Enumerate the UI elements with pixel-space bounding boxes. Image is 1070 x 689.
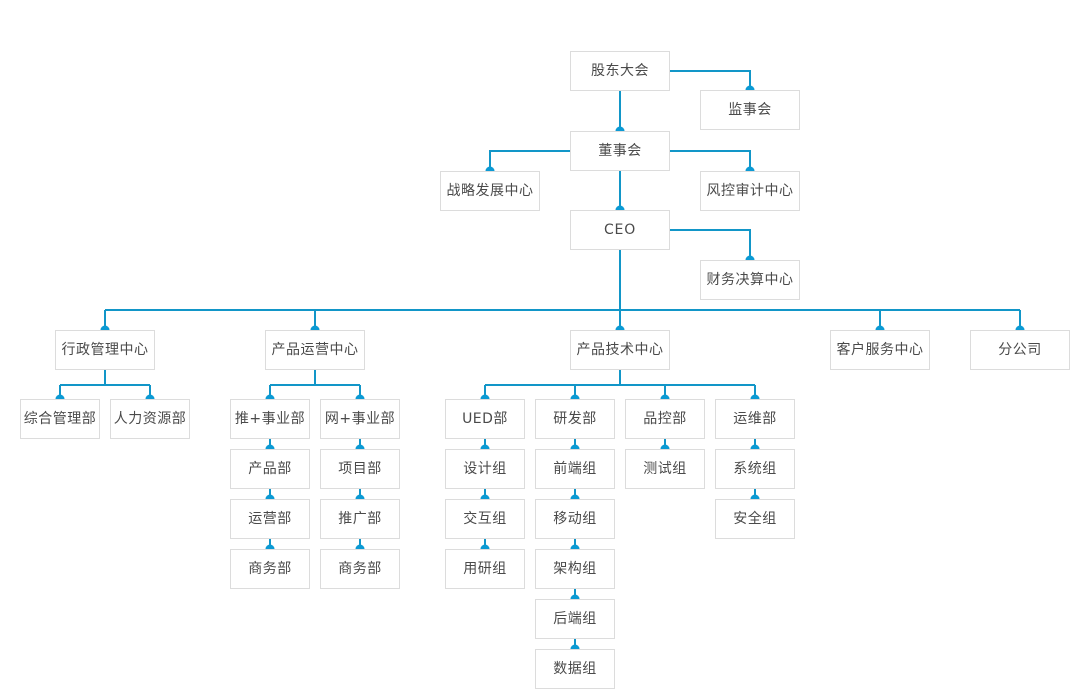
org-node-ops-t1[interactable]: 运维部 [715,399,795,439]
org-node-ued-1[interactable]: UED部 [445,399,525,439]
org-node-ued-2[interactable]: 设计组 [445,449,525,489]
org-node-ops-t3[interactable]: 安全组 [715,499,795,539]
org-node-finance[interactable]: 财务决算中心 [700,260,800,300]
org-node-strategy[interactable]: 战略发展中心 [440,171,540,211]
org-node-ued-4[interactable]: 用研组 [445,549,525,589]
org-node-ops-a1[interactable]: 推+事业部 [230,399,310,439]
org-node-admin-1[interactable]: 综合管理部 [20,399,100,439]
org-node-rd-1[interactable]: 研发部 [535,399,615,439]
org-node-ops-b4[interactable]: 商务部 [320,549,400,589]
org-node-ops-b1[interactable]: 网+事业部 [320,399,400,439]
org-node-branch[interactable]: 分公司 [970,330,1070,370]
board-to-riskaudit [670,150,751,171]
org-node-ops-t2[interactable]: 系统组 [715,449,795,489]
org-node-rd-2[interactable]: 前端组 [535,449,615,489]
org-node-supervisors[interactable]: 监事会 [700,90,800,130]
org-node-admin-2[interactable]: 人力资源部 [110,399,190,439]
org-node-ops-a4[interactable]: 商务部 [230,549,310,589]
org-node-ceo[interactable]: CEO [570,210,670,250]
org-node-admin-center[interactable]: 行政管理中心 [55,330,155,370]
org-node-qa-1[interactable]: 品控部 [625,399,705,439]
org-node-riskaudit[interactable]: 风控审计中心 [700,171,800,211]
org-node-board[interactable]: 董事会 [570,131,670,171]
org-node-tech-center[interactable]: 产品技术中心 [570,330,670,370]
org-node-ops-b2[interactable]: 项目部 [320,449,400,489]
org-node-qa-2[interactable]: 测试组 [625,449,705,489]
shareholders-to-supervisors [670,70,751,90]
org-node-service-center[interactable]: 客户服务中心 [830,330,930,370]
org-node-rd-6[interactable]: 数据组 [535,649,615,689]
org-node-ops-a2[interactable]: 产品部 [230,449,310,489]
ceo-to-finance [670,229,751,260]
org-node-ops-b3[interactable]: 推广部 [320,499,400,539]
org-node-rd-4[interactable]: 架构组 [535,549,615,589]
org-node-ops-a3[interactable]: 运营部 [230,499,310,539]
org-node-rd-3[interactable]: 移动组 [535,499,615,539]
org-node-shareholders[interactable]: 股东大会 [570,51,670,91]
org-node-ops-center[interactable]: 产品运营中心 [265,330,365,370]
board-to-strategy [489,150,570,171]
org-node-ued-3[interactable]: 交互组 [445,499,525,539]
org-node-rd-5[interactable]: 后端组 [535,599,615,639]
